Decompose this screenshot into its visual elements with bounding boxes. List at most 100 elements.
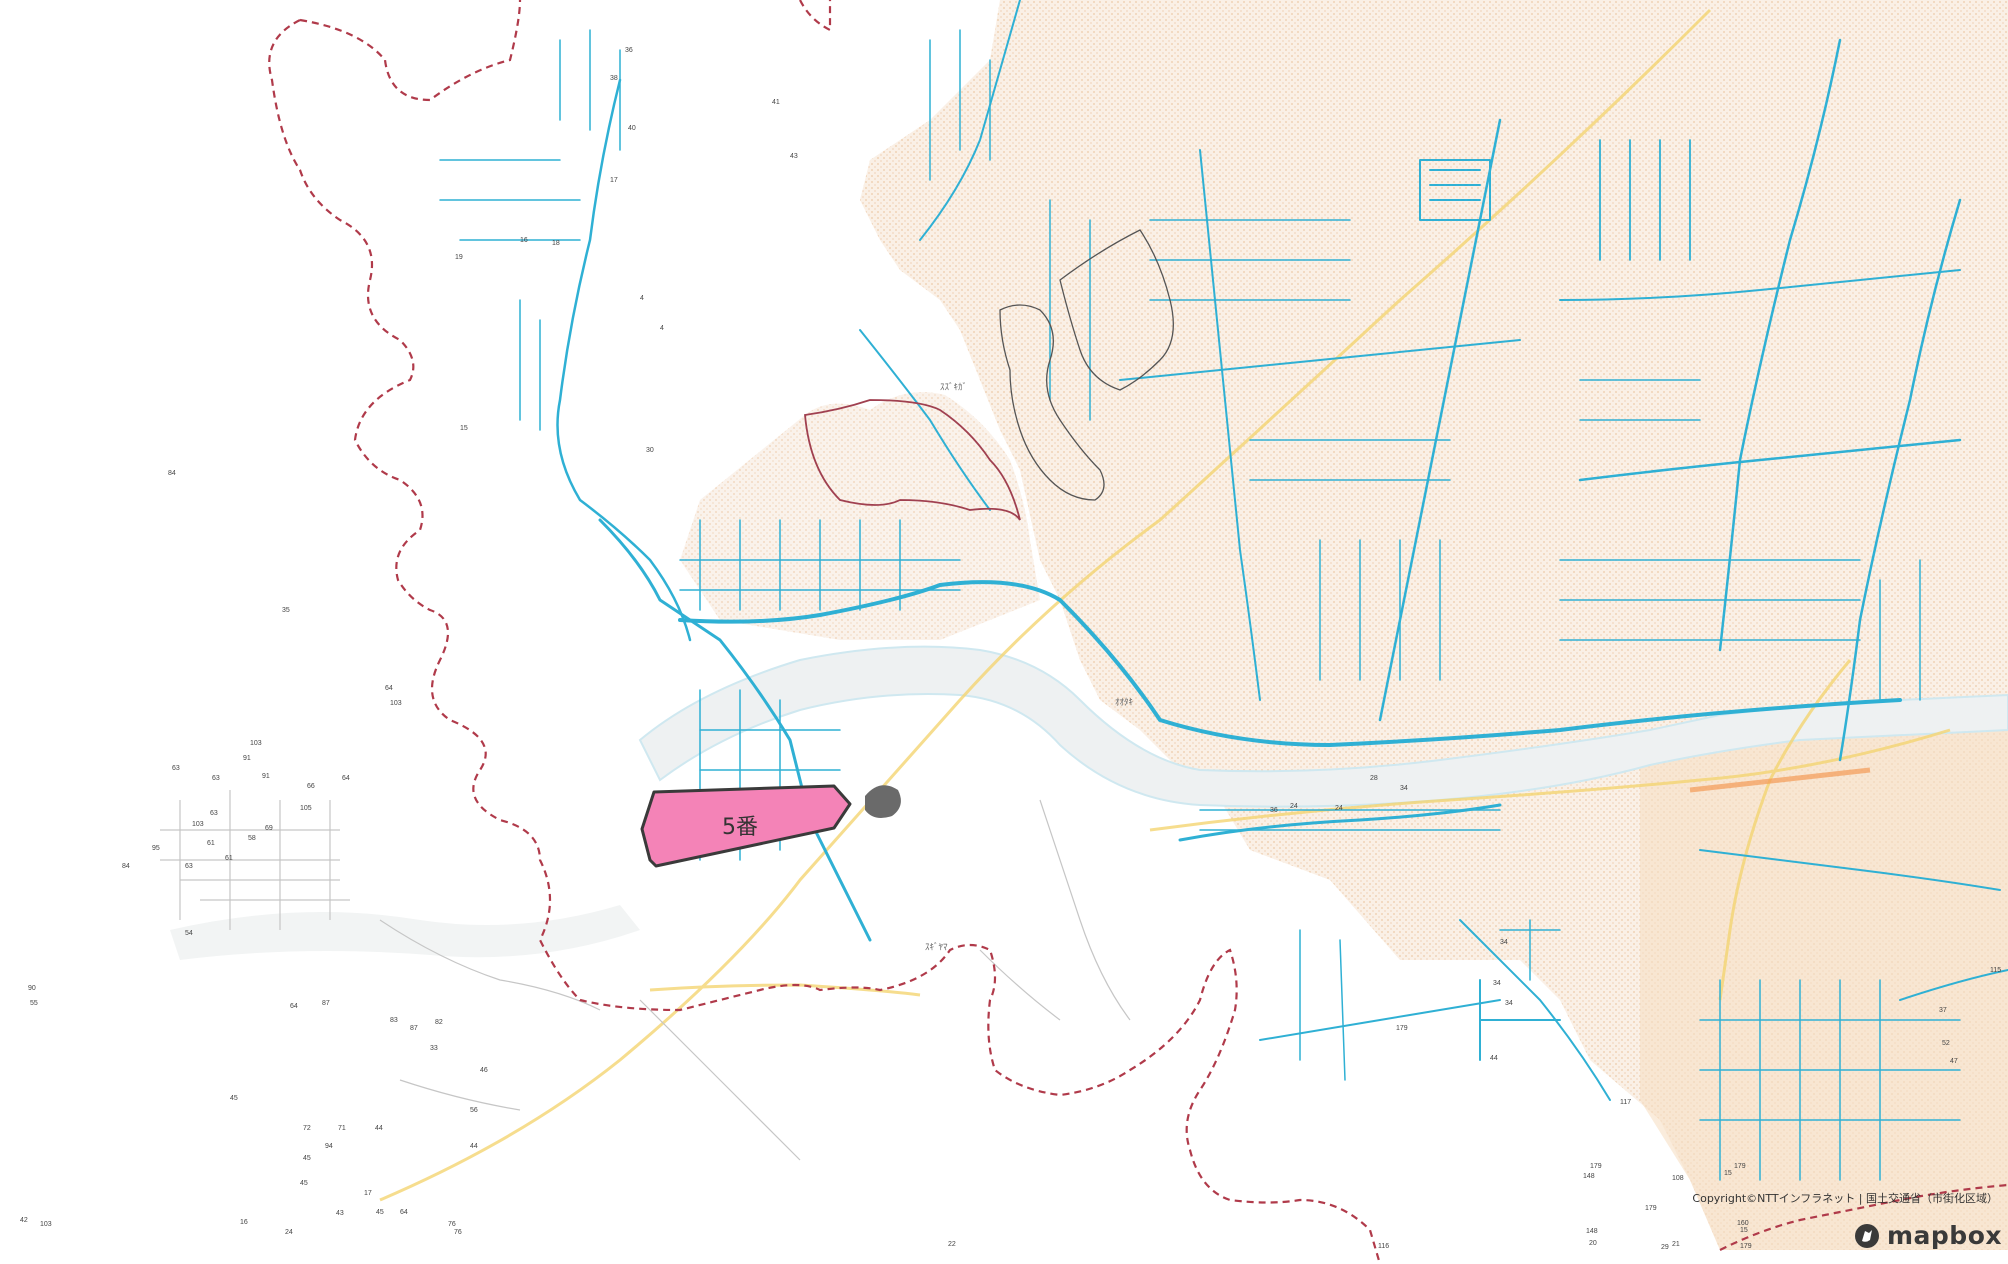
parcel-number: 61 (225, 855, 233, 862)
highlighted-road (1689, 767, 1871, 793)
place-label: ｽｷﾞﾔﾏ (925, 942, 948, 953)
parcel-number: 4 (640, 295, 644, 302)
parcel-number: 105 (300, 805, 312, 812)
parcel-number: 103 (40, 1221, 52, 1228)
parcel-number: 38 (610, 75, 618, 82)
parcel-number: 20 (1589, 1240, 1597, 1247)
parcel-number: 82 (435, 1019, 443, 1026)
parcel-number: 28 (1370, 775, 1378, 782)
parcel-number: 45 (376, 1209, 384, 1216)
parcel-number: 44 (375, 1125, 383, 1132)
parcel-number: 87 (322, 1000, 330, 1007)
parcel-number: 4 (660, 325, 664, 332)
parcel-number: 15 (1724, 1170, 1732, 1177)
parcel-number: 19 (455, 254, 463, 261)
parcel-number: 84 (122, 863, 130, 870)
parcel-number: 179 (1590, 1163, 1602, 1170)
parcel-number: 179 (1734, 1163, 1746, 1170)
parcel-number: 69 (265, 825, 273, 832)
parcel-number: 116 (1378, 1243, 1389, 1250)
parcel-number: 64 (385, 685, 393, 692)
parcel-number: 103 (390, 700, 402, 707)
parcel-number: 55 (30, 1000, 38, 1007)
parcel-number: 61 (207, 840, 215, 847)
parcel-number: 56 (470, 1107, 478, 1114)
parcel-number: 37 (1939, 1007, 1947, 1014)
parcel-number: 34 (1505, 1000, 1513, 1007)
parcel-number: 34 (1500, 939, 1508, 946)
parcel-number: 36 (625, 47, 633, 54)
parcel-number: 45 (303, 1155, 311, 1162)
parcel-number: 34 (1400, 785, 1408, 792)
parcel-number: 34 (1493, 980, 1501, 987)
parcel-number: 148 (1586, 1228, 1598, 1235)
parcel-number: 18 (552, 240, 560, 247)
parcel-number: 76 (448, 1221, 456, 1228)
parcel-number: 30 (646, 447, 654, 454)
parcel-number: 91 (243, 755, 251, 762)
parcel-number: 94 (325, 1143, 333, 1150)
parcel-number: 22 (948, 1241, 956, 1248)
parcel-number: 64 (290, 1003, 298, 1010)
parcel-number: 72 (303, 1125, 311, 1132)
parcel-number: 15 (460, 425, 468, 432)
parcel-number: 17 (364, 1190, 372, 1197)
parcel-number: 24 (285, 1229, 293, 1236)
parcel-number: 117 (1620, 1099, 1631, 1106)
area-outline (999, 304, 1105, 501)
parcel-number: 24 (1335, 805, 1343, 812)
parcel-number: 44 (1490, 1055, 1498, 1062)
parcel-number: 148 (1583, 1173, 1595, 1180)
parcel-callout[interactable]: 5番 (640, 784, 856, 868)
place-label: ｵｵﾀｷ (1115, 697, 1134, 708)
parcel-number: 87 (410, 1025, 418, 1032)
river (170, 645, 2008, 960)
parcel-number: 41 (772, 99, 780, 106)
district-boundary (268, 0, 2008, 1264)
parcel-number: 47 (1950, 1058, 1958, 1065)
map-attribution[interactable]: Copyright©NTTインフラネット | 国土交通省（市街化区域） (1692, 1192, 1998, 1205)
parcel-number: 44 (470, 1143, 478, 1150)
urban-area (680, 0, 2008, 1250)
zone-boundary (804, 399, 1021, 521)
parcel-number: 63 (212, 775, 220, 782)
parcel-number: 35 (282, 607, 290, 614)
landmark-blob (865, 785, 901, 818)
parcel-number: 64 (400, 1209, 408, 1216)
parcel-number: 179 (1645, 1205, 1657, 1212)
parcel-number: 33 (430, 1045, 438, 1052)
parcel-number: 16 (520, 237, 528, 244)
parcel-number: 42 (20, 1217, 28, 1224)
parcel-number: 76 (454, 1229, 462, 1236)
parcel-number: 91 (262, 773, 270, 780)
parcel-number: 179 (1740, 1243, 1752, 1250)
mapbox-logo[interactable]: mapbox (1853, 1221, 2002, 1250)
parcel-number: 71 (338, 1125, 346, 1132)
parcel-numbers: 3638404143171619184430153584641031036391… (20, 47, 2001, 1251)
parcel-number: 115 (1990, 967, 2001, 974)
parcel-number: 66 (307, 783, 315, 790)
mapbox-logo-text: mapbox (1886, 1221, 2002, 1250)
parcel-number: 17 (610, 177, 618, 184)
parcel-number: 83 (390, 1017, 398, 1024)
parcel-number: 95 (152, 845, 160, 852)
parcel-number: 84 (168, 470, 176, 477)
minor-roads (160, 790, 1131, 1161)
parcel-number: 52 (1942, 1040, 1950, 1047)
mapbox-logo-icon (1854, 1223, 1879, 1248)
place-label: ｽｽﾞｷｶﾞ (940, 382, 967, 393)
parcel-number: 63 (210, 810, 218, 817)
place-labels: ｽｽﾞｷｶﾞ ｵｵﾀｷ ｽｷﾞﾔﾏ (925, 382, 1134, 953)
parcel-number: 24 (1290, 803, 1298, 810)
parcel-number: 90 (28, 985, 36, 992)
parcel-number: 58 (248, 835, 256, 842)
parcel-number: 179 (1396, 1025, 1408, 1032)
parcel-number: 54 (185, 930, 193, 937)
parcel-number: 108 (1672, 1175, 1684, 1182)
hill-outline (1059, 229, 1174, 391)
parcel-number: 21 (1672, 1241, 1680, 1248)
parcel-number: 64 (342, 775, 350, 782)
callout-label: 5番 (722, 815, 758, 840)
road-network (439, 0, 2008, 1181)
